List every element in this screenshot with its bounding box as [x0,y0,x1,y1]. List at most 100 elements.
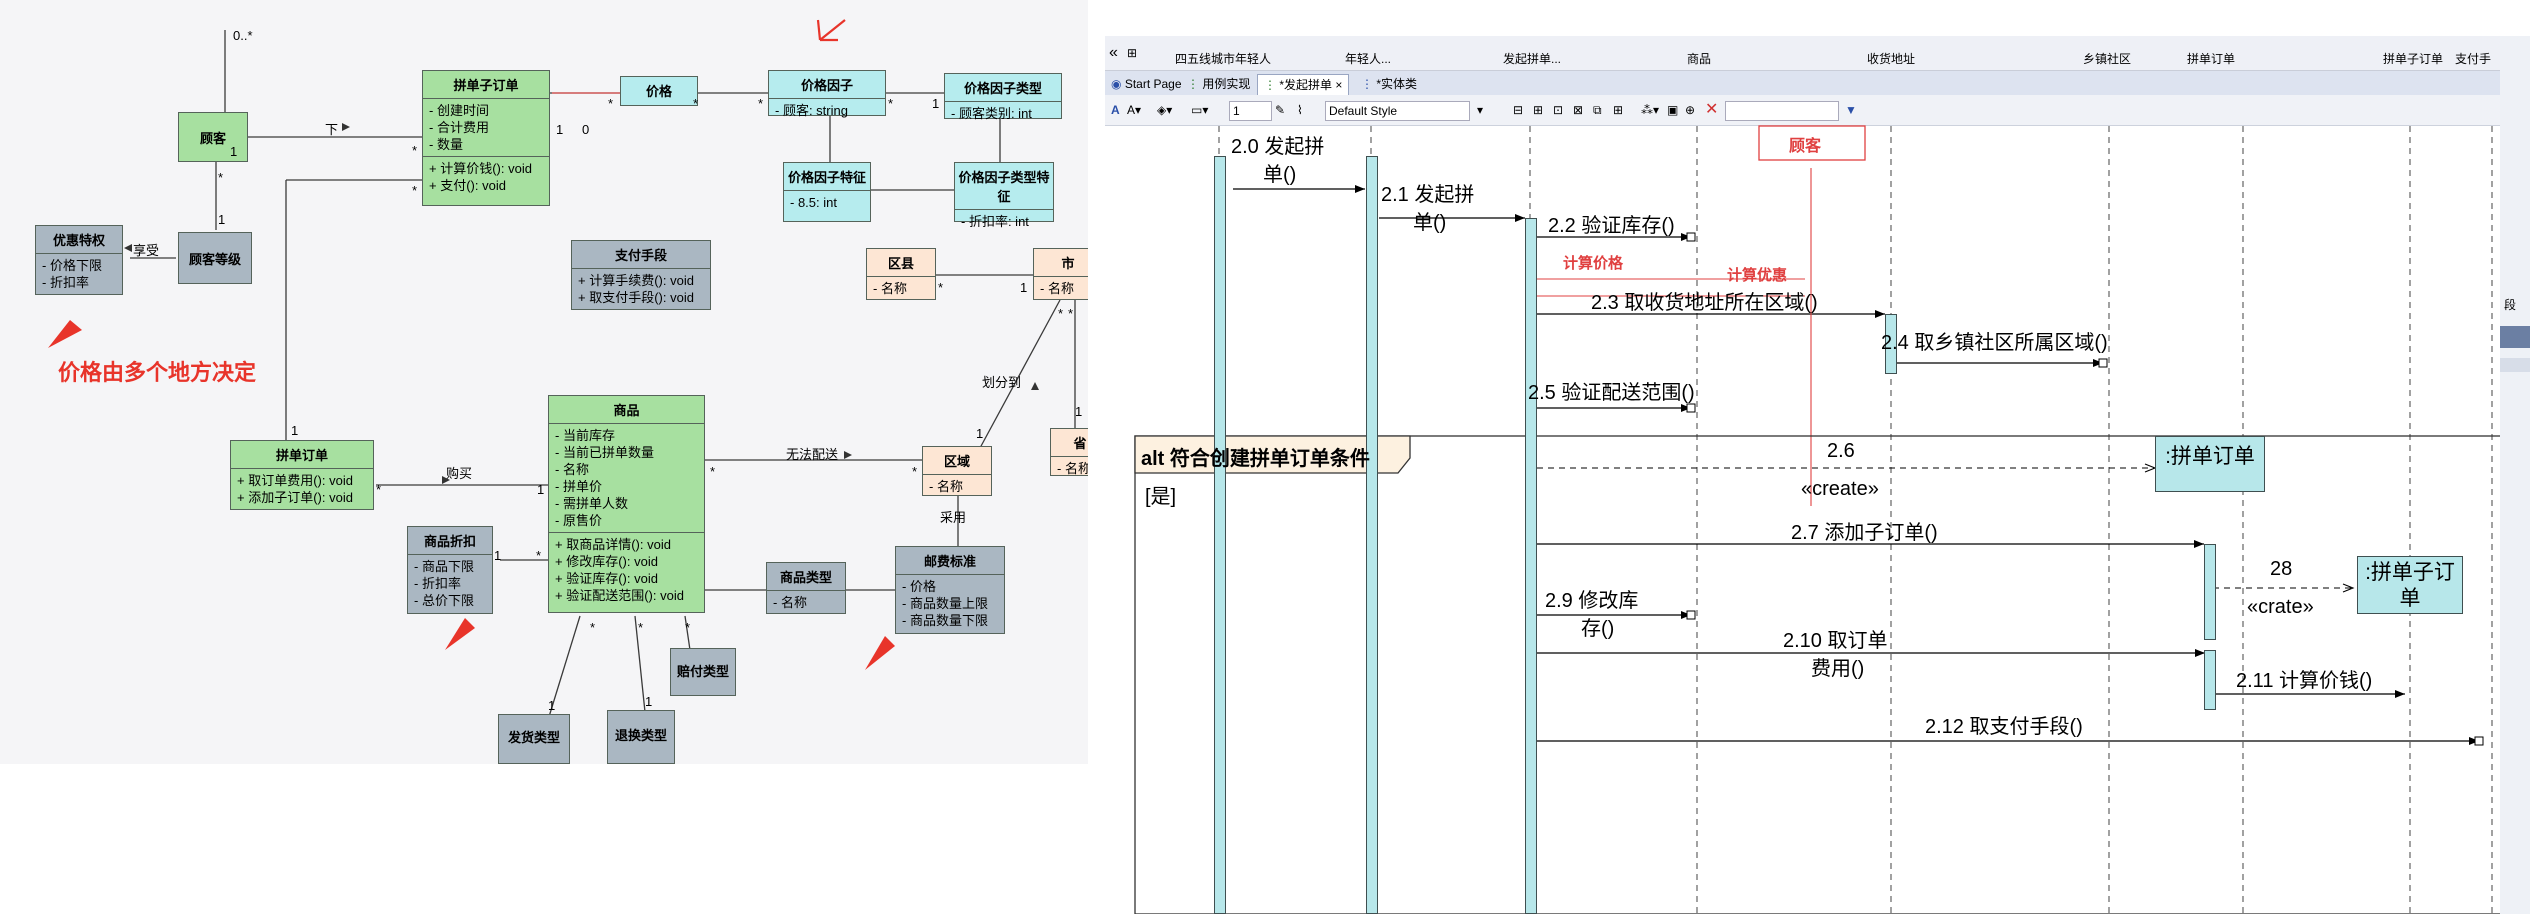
delete-icon[interactable]: ✕ [1705,101,1719,118]
message-label[interactable]: 费用() [1811,658,1865,680]
side-panel-tab[interactable] [2500,326,2530,348]
price-annotation: 价格由多个地方决定 [58,360,257,385]
alt-fragment-title[interactable]: alt 符合创建拼单订单条件 [1141,448,1370,470]
multiplicity-label: * [608,96,614,111]
calc-price-note[interactable]: 计算价格 [1563,255,1624,272]
multiplicity-label: 1 [976,426,984,441]
activation-bar [2204,650,2216,710]
line-color-icon[interactable]: ▭▾ [1191,103,1209,117]
properties-icon[interactable]: ⊕ [1685,103,1696,117]
sub-order-class[interactable]: 拼单子订单 - 创建时间 - 合计费用 - 数量 + 计算价钱(): void … [422,70,550,206]
side-panel-tab[interactable] [2500,358,2530,372]
postage-standard-title: 邮费标准 [896,547,1004,575]
message-label[interactable]: 2.2 验证库存() [1548,215,1675,237]
message-label[interactable]: 2.3 取收货地址所在区域() [1591,292,1818,314]
compensation-type-class[interactable]: 赔付类型 [670,648,736,696]
calc-discount-note[interactable]: 计算优惠 [1727,267,1788,284]
customer-note[interactable]: 顾客 [1789,138,1822,155]
postage-standard-class[interactable]: 邮费标准 - 价格 - 商品数量上限 - 商品数量下限 [895,546,1005,634]
message-label[interactable]: 单() [1413,212,1447,234]
enjoy-assoc-label: 享受 [133,243,160,258]
op-item: + 计算价钱(): void [429,161,532,176]
message-label[interactable]: 2.12 取支付手段() [1925,716,2083,738]
return-type-class[interactable]: 退换类型 [607,710,675,764]
message-label[interactable]: 2.11 计算价钱() [2236,670,2373,692]
customer-level-title: 顾客等级 [188,252,241,267]
price-title: 价格 [645,84,672,99]
style-icon[interactable]: ▾ [1477,103,1484,117]
price-factor-class[interactable]: 价格因子 - 顾客: string [768,70,886,118]
message-label[interactable]: 2.9 修改库 [1545,590,1639,612]
group-order-class[interactable]: 拼单订单 + 取订单费用(): void + 添加子订单(): void [230,440,374,510]
multiplicity-label: 1 [291,423,299,438]
price-factor-title: 价格因子 [769,71,885,99]
multiplicity-label: * [638,620,644,635]
filter-icon[interactable]: ▼ [1845,103,1857,117]
message-label[interactable]: 2.5 验证配送范围() [1528,382,1695,404]
align-middle-icon[interactable]: ⊠ [1573,103,1584,117]
district-class[interactable]: 区县 - 名称 [866,248,936,300]
message-label[interactable]: 单() [1263,164,1297,186]
style-select[interactable]: Default Style [1325,101,1470,121]
font-icon[interactable]: A [1111,103,1120,117]
font-size-icon[interactable]: A▾ [1127,103,1142,117]
message-label[interactable]: 28 [2270,558,2293,580]
product-class[interactable]: 商品 - 当前库存 - 当前已拼单数量 - 名称 - 拼单价 - 需拼单人数 -… [548,395,705,613]
attr-item: - 名称 [1040,281,1074,296]
message-label[interactable]: 2.7 添加子订单() [1791,522,1938,544]
sub-order-object[interactable]: :拼单子订 单 [2357,556,2463,614]
customer-level-class[interactable]: 顾客等级 [178,232,252,284]
tab-start-page[interactable]: ◉ Start Page [1111,77,1182,91]
region-class[interactable]: 区域 - 名称 [922,446,992,496]
brush-icon[interactable]: ✎ [1275,103,1286,117]
district-title: 区县 [867,249,935,277]
align-top-icon[interactable]: ⊡ [1553,103,1564,117]
customer-class[interactable]: 顾客 [178,112,248,162]
price-factor-type-feature-title: 价格因子类型特征 [955,163,1053,210]
fill-color-icon[interactable]: ◈▾ [1157,103,1173,117]
message-label[interactable]: 2.0 发起拼 [1231,136,1325,158]
layout-icon[interactable]: ⁂▾ [1641,103,1660,117]
distribute-icon[interactable]: ⊞ [1613,103,1624,117]
discount-privilege-class[interactable]: 优惠特权 - 价格下限 - 折扣率 [35,225,123,295]
align-left-icon[interactable]: ⊟ [1513,103,1524,117]
payment-method-class[interactable]: 支付手段 + 计算手续费(): void + 取支付手段(): void [571,240,711,310]
message-label[interactable]: 2.1 发起拼 [1381,184,1475,206]
format-painter-icon[interactable]: ⌇ [1297,103,1303,117]
stereotype-label: «create» [1801,478,1879,500]
line-width-stepper[interactable]: 1 [1229,101,1272,121]
product-title: 商品 [549,396,704,424]
attr-item: - 价格下限 [42,258,102,273]
message-label[interactable]: 2.10 取订单 [1783,630,1888,652]
tab-start-group-order[interactable]: ⋮ *发起拼单 × [1257,74,1350,95]
price-factor-type-feature-class[interactable]: 价格因子类型特征 - 折扣率: int [954,162,1054,229]
op-item: + 添加子订单(): void [237,490,353,505]
tab-entity-class[interactable]: ⋮ *实体类 [1361,77,1418,91]
same-size-icon[interactable]: ⧉ [1593,103,1602,117]
align-center-icon[interactable]: ⊞ [1533,103,1544,117]
multiplicity-label: * [412,183,418,198]
lifeline-header: 拼单子订单 [2383,52,2444,66]
collapse-icon[interactable]: « [1109,44,1118,61]
city-class[interactable]: 市 - 名称 [1033,248,1088,300]
product-discount-title: 商品折扣 [408,527,492,555]
message-label[interactable]: 存() [1581,618,1615,640]
product-type-class[interactable]: 商品类型 - 名称 [766,562,846,614]
message-label[interactable]: 2.6 [1827,440,1855,462]
division-assoc-label: 划分到 [982,375,1022,390]
group-order-object[interactable]: :拼单订单 [2155,436,2265,492]
customer-class-title: 顾客 [199,131,226,146]
price-factor-feature-class[interactable]: 价格因子特征 - 8.5: int [783,162,871,222]
price-factor-type-class[interactable]: 价格因子类型 - 顾客类别: int [944,73,1062,121]
message-label[interactable]: 2.4 取乡镇社区所属区域() [1881,332,2108,354]
filter-input[interactable] [1725,101,1839,121]
province-class[interactable]: 省 - 名称 [1050,428,1088,476]
payment-method-title: 支付手段 [572,241,710,269]
multiplicity-label: 1 [932,96,940,111]
close-icon[interactable]: × [1335,78,1343,92]
save-layout-icon[interactable]: ▣ [1667,103,1679,117]
price-class[interactable]: 价格 [620,76,698,106]
product-discount-class[interactable]: 商品折扣 - 商品下限 - 折扣率 - 总价下限 [407,526,493,614]
tab-use-case[interactable]: ⋮ 用例实现 [1187,77,1251,91]
shipping-type-class[interactable]: 发货类型 [498,714,570,764]
